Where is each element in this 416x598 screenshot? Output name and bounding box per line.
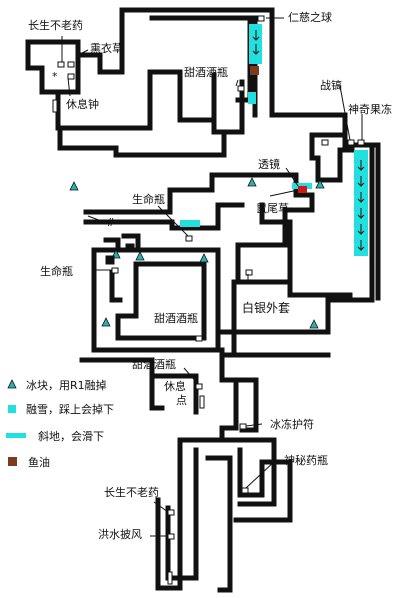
corridor-sage xyxy=(259,202,353,298)
label-flood-cape: 洪水披风 xyxy=(98,527,142,541)
chest xyxy=(67,73,75,80)
label-sage: 鼠尾草 xyxy=(256,201,289,215)
chest xyxy=(67,61,75,68)
corridor-walls xyxy=(25,7,381,593)
label-life-bottle-left: 生命瓶 xyxy=(40,264,73,278)
ice-block xyxy=(199,253,209,263)
slide-arrows xyxy=(252,30,365,251)
ice-block xyxy=(135,251,145,261)
label-xun-yi-cao: 熏衣草 xyxy=(90,41,123,55)
corridor-wine-top xyxy=(211,72,245,135)
chest xyxy=(357,139,365,146)
label-magic-frozen-fruit: 神奇果冻 xyxy=(348,102,392,116)
corridor-lens-loop xyxy=(235,192,315,248)
chest xyxy=(195,335,203,342)
legend-snow-icon xyxy=(8,405,16,413)
corridor-right-inner xyxy=(309,132,355,183)
label-ren-ci-ball: 仁慈之球 xyxy=(288,10,332,24)
ice-block xyxy=(69,181,79,191)
label-frost-charm: 冰冻护符 xyxy=(270,417,314,431)
chest xyxy=(245,269,253,276)
doors xyxy=(52,99,205,585)
corridor-silver-box xyxy=(231,279,331,335)
snow-right-shaft xyxy=(354,150,368,256)
corridor-bottom-top xyxy=(177,437,277,507)
marker-hash: # xyxy=(106,216,115,229)
corridor-mid-band xyxy=(83,172,299,215)
chest xyxy=(239,423,247,430)
label-life-bottle-mid: 生命瓶 xyxy=(132,192,165,206)
chest xyxy=(111,267,119,274)
label-silver-coat: 白银外套 xyxy=(242,300,290,315)
ice-block xyxy=(315,179,325,189)
corridor-bottom-left xyxy=(155,437,183,591)
corridor-frost-charm xyxy=(219,377,239,443)
legend-fish-oil-label: 鱼油 xyxy=(28,455,50,469)
marker-hash-line xyxy=(87,215,105,223)
corridor-mid-band-low xyxy=(83,202,245,231)
chest xyxy=(167,533,175,540)
corridor-center-left-stub xyxy=(109,269,123,303)
chest xyxy=(321,139,329,146)
chest xyxy=(167,509,175,516)
corridor-rest-point xyxy=(149,373,165,411)
label-rest-point-a: 休息 xyxy=(164,379,186,393)
ice-block xyxy=(247,177,257,187)
chest xyxy=(241,487,249,494)
legend: 冰块，用R1融掉 融雪，踩上会掉下 斜地，会滑下 鱼油 xyxy=(6,378,114,469)
label-rest-bell: 休息钟 xyxy=(66,97,99,111)
legend-slope-icon xyxy=(6,433,26,438)
legend-ice-icon xyxy=(7,379,17,389)
corridor-bottom-right-box xyxy=(233,447,293,523)
label-elixir-top: 长生不老药 xyxy=(28,18,83,32)
label-sweet-wine-center: 甜酒酒瓶 xyxy=(154,311,198,325)
chest xyxy=(347,139,355,146)
chest xyxy=(237,85,245,92)
corridor-silver-coat xyxy=(235,242,293,285)
label-sweet-wine-lower: 甜酒酒瓶 xyxy=(132,357,176,371)
door xyxy=(52,99,58,113)
fish-oil-map xyxy=(250,66,259,75)
corridor-lower-band xyxy=(91,347,237,358)
corridor-lower-mid xyxy=(215,329,331,358)
legend-ice-label: 冰块，用R1融掉 xyxy=(26,378,107,392)
corridor-top-inner xyxy=(149,15,253,103)
chest xyxy=(57,61,65,68)
chest xyxy=(195,383,203,390)
corridor-right-outer xyxy=(369,142,381,301)
door xyxy=(199,395,205,409)
corridor-center-top-blocks xyxy=(103,233,141,253)
corridor-center-room-inner xyxy=(115,261,207,341)
door xyxy=(125,243,135,251)
lens-red-marker xyxy=(298,186,307,193)
label-mystery-potion: 神秘药瓶 xyxy=(284,453,328,467)
door xyxy=(167,571,173,585)
chest xyxy=(185,235,193,242)
label-war-pick: 战镐 xyxy=(320,78,342,92)
snow-wine xyxy=(248,92,256,104)
leader-lines xyxy=(61,17,363,537)
treasure-chests xyxy=(57,15,365,540)
legend-slope-label: 斜地，会滑下 xyxy=(38,430,104,443)
label-elixir-lower: 长生不老药 xyxy=(104,485,159,499)
door xyxy=(105,255,115,265)
chest xyxy=(257,15,265,22)
label-lens: 透镜 xyxy=(258,157,280,171)
label-rest-point-b: 点 xyxy=(176,394,187,407)
label-sweet-wine-top: 甜酒酒瓶 xyxy=(184,65,228,79)
legend-fish-oil-icon xyxy=(8,457,17,466)
marker-star: * xyxy=(52,70,58,83)
corridor-lower-right-down xyxy=(219,352,259,433)
snow-mid-band xyxy=(180,220,200,227)
corridor-bottom-inner xyxy=(165,447,199,581)
corridor-upper-mid xyxy=(57,125,227,158)
corridor-bottom-center xyxy=(205,455,233,593)
ice-block xyxy=(101,317,111,327)
corridor-top-left-drop xyxy=(75,52,125,75)
corridor-top-left-room xyxy=(25,39,81,95)
legend-snow-label: 融雪，踩上会掉下 xyxy=(26,402,114,416)
ice-block xyxy=(309,319,319,329)
